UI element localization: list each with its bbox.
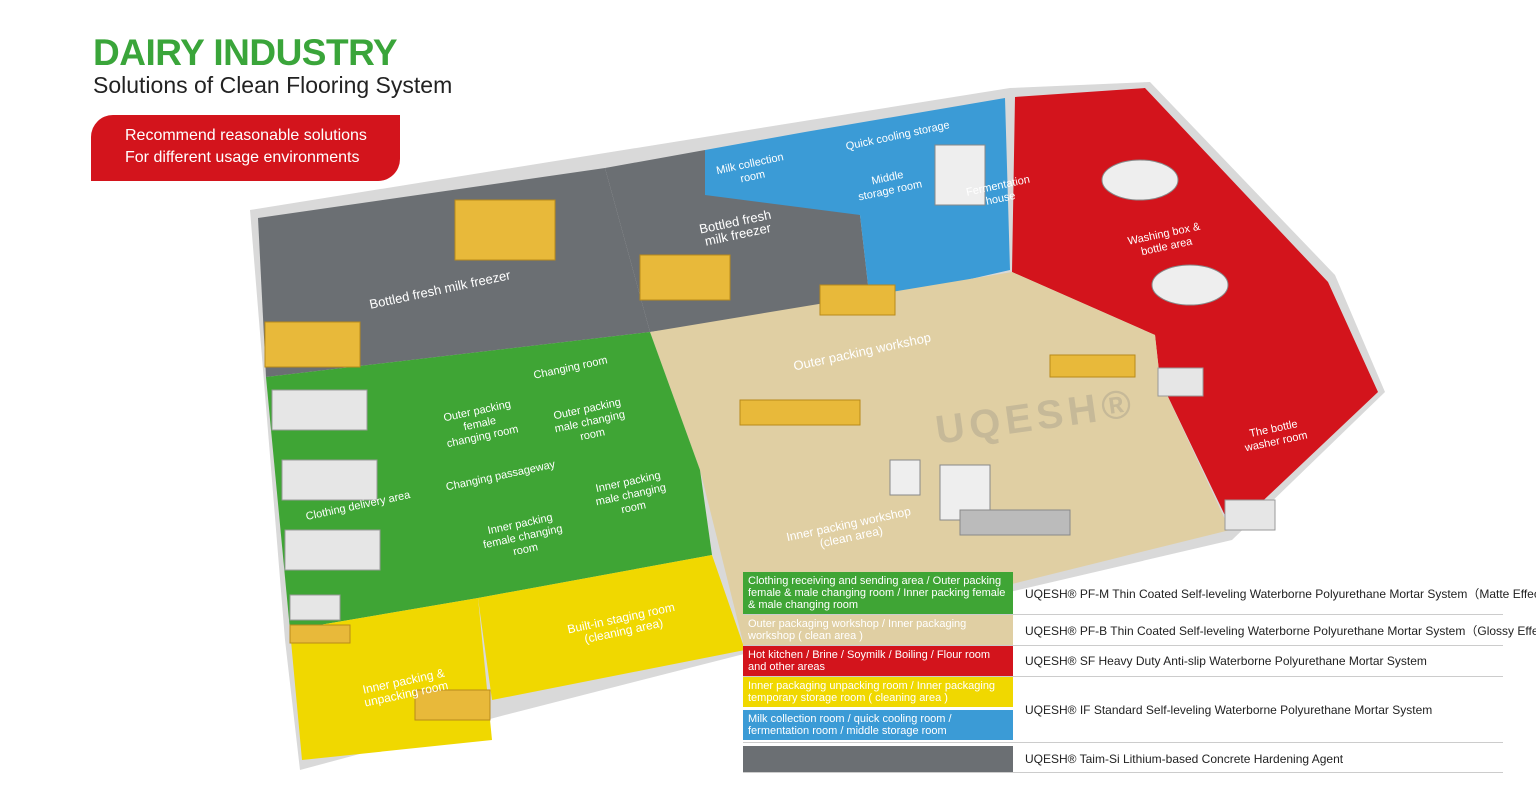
zone-red (1012, 88, 1378, 530)
page-title: DAIRY INDUSTRY (93, 32, 398, 73)
legend-product: UQESH® PF-M Thin Coated Self-leveling Wa… (1025, 586, 1536, 601)
legend: Clothing receiving and sending area / Ou… (743, 572, 1536, 773)
legend-swatch-green: Clothing receiving and sending area / Ou… (743, 572, 1013, 614)
page-subtitle: Solutions of Clean Flooring System (93, 72, 453, 98)
legend-row: Clothing receiving and sending area / Ou… (743, 572, 1536, 615)
recommend-badge: Recommend reasonable solutions For diffe… (91, 115, 400, 181)
badge-line-1: Recommend reasonable solutions (125, 127, 367, 144)
legend-swatch-red: Hot kitchen / Brine / Soymilk / Boiling … (743, 646, 1013, 676)
legend-product: UQESH® SF Heavy Duty Anti-slip Waterborn… (1025, 654, 1427, 668)
legend-row: Outer packaging workshop / Inner packagi… (743, 615, 1536, 646)
legend-product: UQESH® Taim-Si Lithium-based Concrete Ha… (1025, 752, 1344, 766)
legend-row: UQESH® Taim-Si Lithium-based Concrete Ha… (743, 743, 1503, 773)
legend-swatch-gray (743, 746, 1013, 772)
zone-blue (705, 98, 1010, 302)
legend-swatch-blue: Milk collection room / quick cooling roo… (743, 710, 1013, 740)
badge-line-2: For different usage environments (125, 149, 360, 166)
legend-row: Hot kitchen / Brine / Soymilk / Boiling … (743, 646, 1503, 677)
tanks (889, 144, 1229, 536)
legend-product: UQESH® PF-B Thin Coated Self-leveling Wa… (1025, 623, 1536, 638)
legend-swatch-yellow: Inner packaging unpacking room / Inner p… (743, 677, 1013, 707)
lockers (271, 367, 1276, 621)
legend-swatch-beige: Outer packaging workshop / Inner packagi… (743, 615, 1013, 645)
zone-yellow-right (478, 555, 745, 700)
legend-product: UQESH® IF Standard Self-leveling Waterbo… (1025, 702, 1433, 717)
legend-swatch-group: Inner packaging unpacking room / Inner p… (743, 677, 1013, 742)
legend-row: Inner packaging unpacking room / Inner p… (743, 677, 1503, 743)
pallet-stacks (264, 199, 1136, 721)
